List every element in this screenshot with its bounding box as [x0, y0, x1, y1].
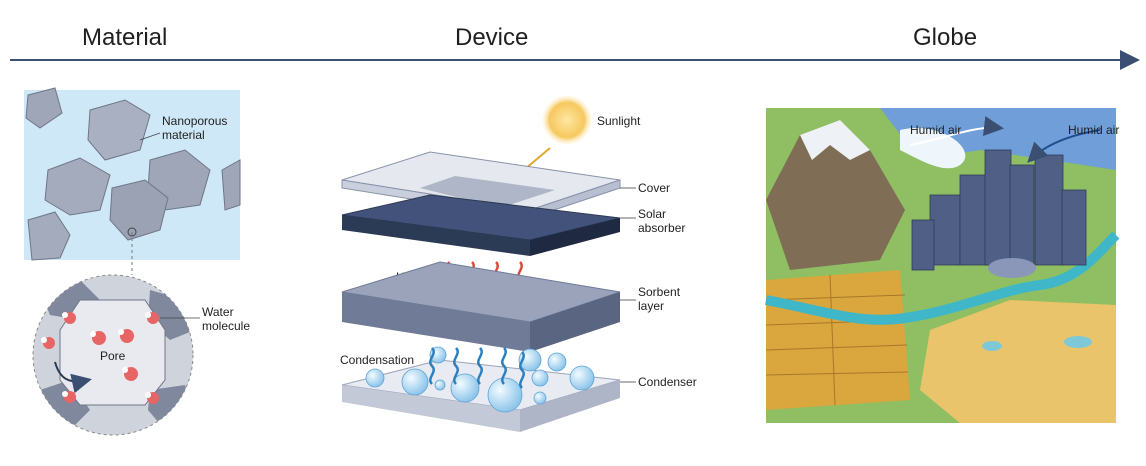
solar-absorber-label-1: Solar: [638, 207, 666, 221]
sorbent-label-2: layer: [638, 299, 664, 313]
water-droplets: [365, 346, 595, 413]
nanoporous-label-1: Nanoporous: [162, 114, 227, 128]
globe-scene: [765, 108, 1120, 423]
stage-title-globe: Globe: [913, 24, 978, 51]
crystals: [25, 87, 241, 261]
sunlight-label: Sunlight: [597, 114, 641, 128]
humid-air-right-label: Humid air: [1068, 123, 1119, 137]
nanoporous-label-2: material: [162, 128, 205, 142]
humid-air-left-label: Humid air: [910, 123, 961, 137]
solar-absorber-layer: [341, 194, 621, 256]
sorbent-layer: [341, 261, 621, 352]
pore-label: Pore: [100, 349, 126, 363]
vapor-waves: [429, 347, 525, 389]
water-molecule-label-1: Water: [202, 305, 234, 319]
condensation-label: Condensation: [340, 353, 414, 367]
cover-label: Cover: [638, 181, 670, 195]
condenser-label: Condenser: [638, 375, 697, 389]
solar-absorber-label-2: absorber: [638, 221, 685, 235]
sun-icon: [542, 95, 592, 145]
stage-title-device: Device: [455, 24, 529, 51]
sorbent-label-1: Sorbent: [638, 285, 681, 299]
stage-title-material: Material: [82, 24, 168, 51]
water-molecule-label-2: molecule: [202, 319, 250, 333]
